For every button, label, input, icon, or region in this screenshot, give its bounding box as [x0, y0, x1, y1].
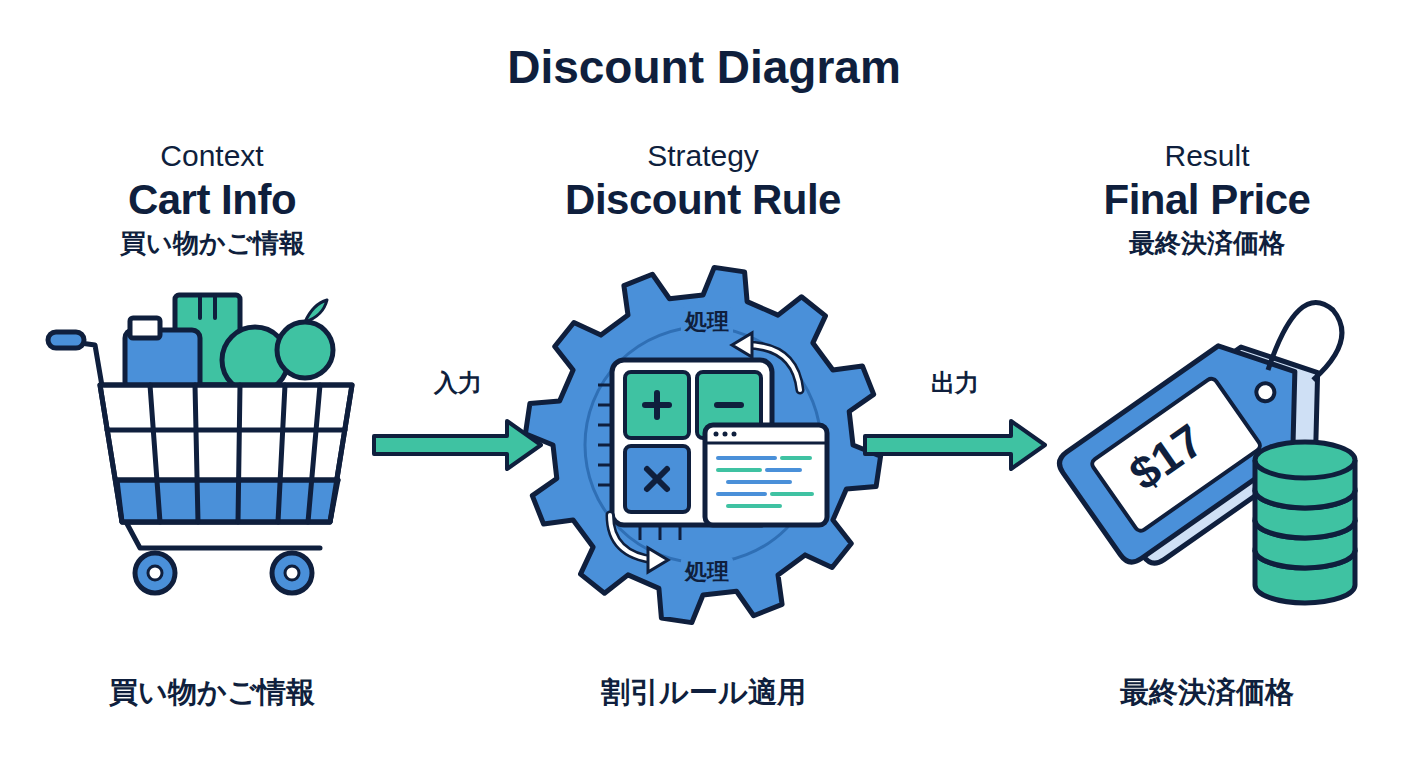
diagram-title: Discount Diagram [0, 40, 1408, 94]
gear-icon [525, 267, 880, 622]
node-heading: Final Price [1104, 174, 1311, 226]
process-column: ResultFinal Price最終決済価格最終決済価格 [1057, 138, 1357, 710]
node-heading: Cart Info [128, 174, 296, 226]
node-caption: 割引ルール適用 [601, 674, 806, 710]
process-label: 処理 [681, 307, 733, 337]
node-subheading: 買い物かご情報 [120, 226, 305, 260]
edge-label: 入力 [431, 367, 485, 399]
node-heading: Discount Rule [565, 174, 841, 226]
process-label: 処理 [681, 557, 733, 587]
flow-arrow [865, 421, 1045, 469]
flow-arrow [374, 421, 541, 469]
node-caption: 最終決済価格 [1120, 674, 1294, 710]
price-tag-icon [1054, 303, 1355, 603]
cart-icon [48, 295, 352, 593]
node-caption: 買い物かご情報 [109, 674, 315, 710]
role-label: Result [1164, 138, 1249, 174]
node-subheading: 最終決済価格 [1129, 226, 1285, 260]
edge-label: 出力 [928, 367, 982, 399]
role-label: Strategy [647, 138, 759, 174]
role-label: Context [160, 138, 263, 174]
process-column: ContextCart Info買い物かご情報買い物かご情報 [62, 138, 362, 710]
process-column: StrategyDiscount Rule 割引ルール適用 [553, 138, 853, 710]
